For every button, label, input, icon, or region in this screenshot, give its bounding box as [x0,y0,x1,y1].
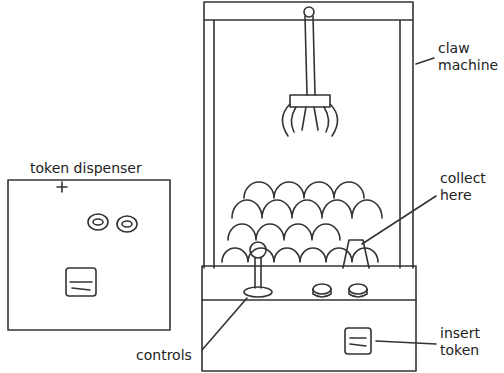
token-cup [66,268,96,296]
prize-bump [232,200,382,218]
base-ledge [202,299,416,301]
callout-label: insert token [440,325,502,359]
callout-label: collect here [440,170,502,204]
prize-bump [222,248,378,262]
callout-label: token dispenser [30,160,142,177]
token-cup [70,282,92,290]
leader-line [362,196,436,244]
button [349,289,367,297]
token-coin [117,216,137,232]
leader-line [202,298,247,350]
dispenser-box [8,180,170,330]
cross-mark [57,182,67,192]
collect-chute [343,240,369,268]
token-coin [88,214,108,230]
token-coin [122,221,132,227]
token-coin [93,219,103,225]
joystick-base [244,287,272,297]
button [349,284,367,294]
leader-line [376,341,436,344]
machine-base [202,266,416,371]
button [313,289,331,297]
joystick-stick [255,258,261,288]
claw-arms [282,104,337,136]
leader-line [416,58,434,64]
callout-label: claw machine [438,40,500,74]
claw-rod [305,16,315,95]
callout-label: controls [136,347,192,364]
token-slot [350,338,366,346]
joystick-knob [250,242,266,258]
claw-head [290,95,330,107]
button [313,284,331,294]
machine-frame [204,2,413,268]
prize-pile [222,182,382,262]
prize-bump [244,182,364,198]
prize-bump [228,224,340,240]
token-slot [345,328,371,354]
